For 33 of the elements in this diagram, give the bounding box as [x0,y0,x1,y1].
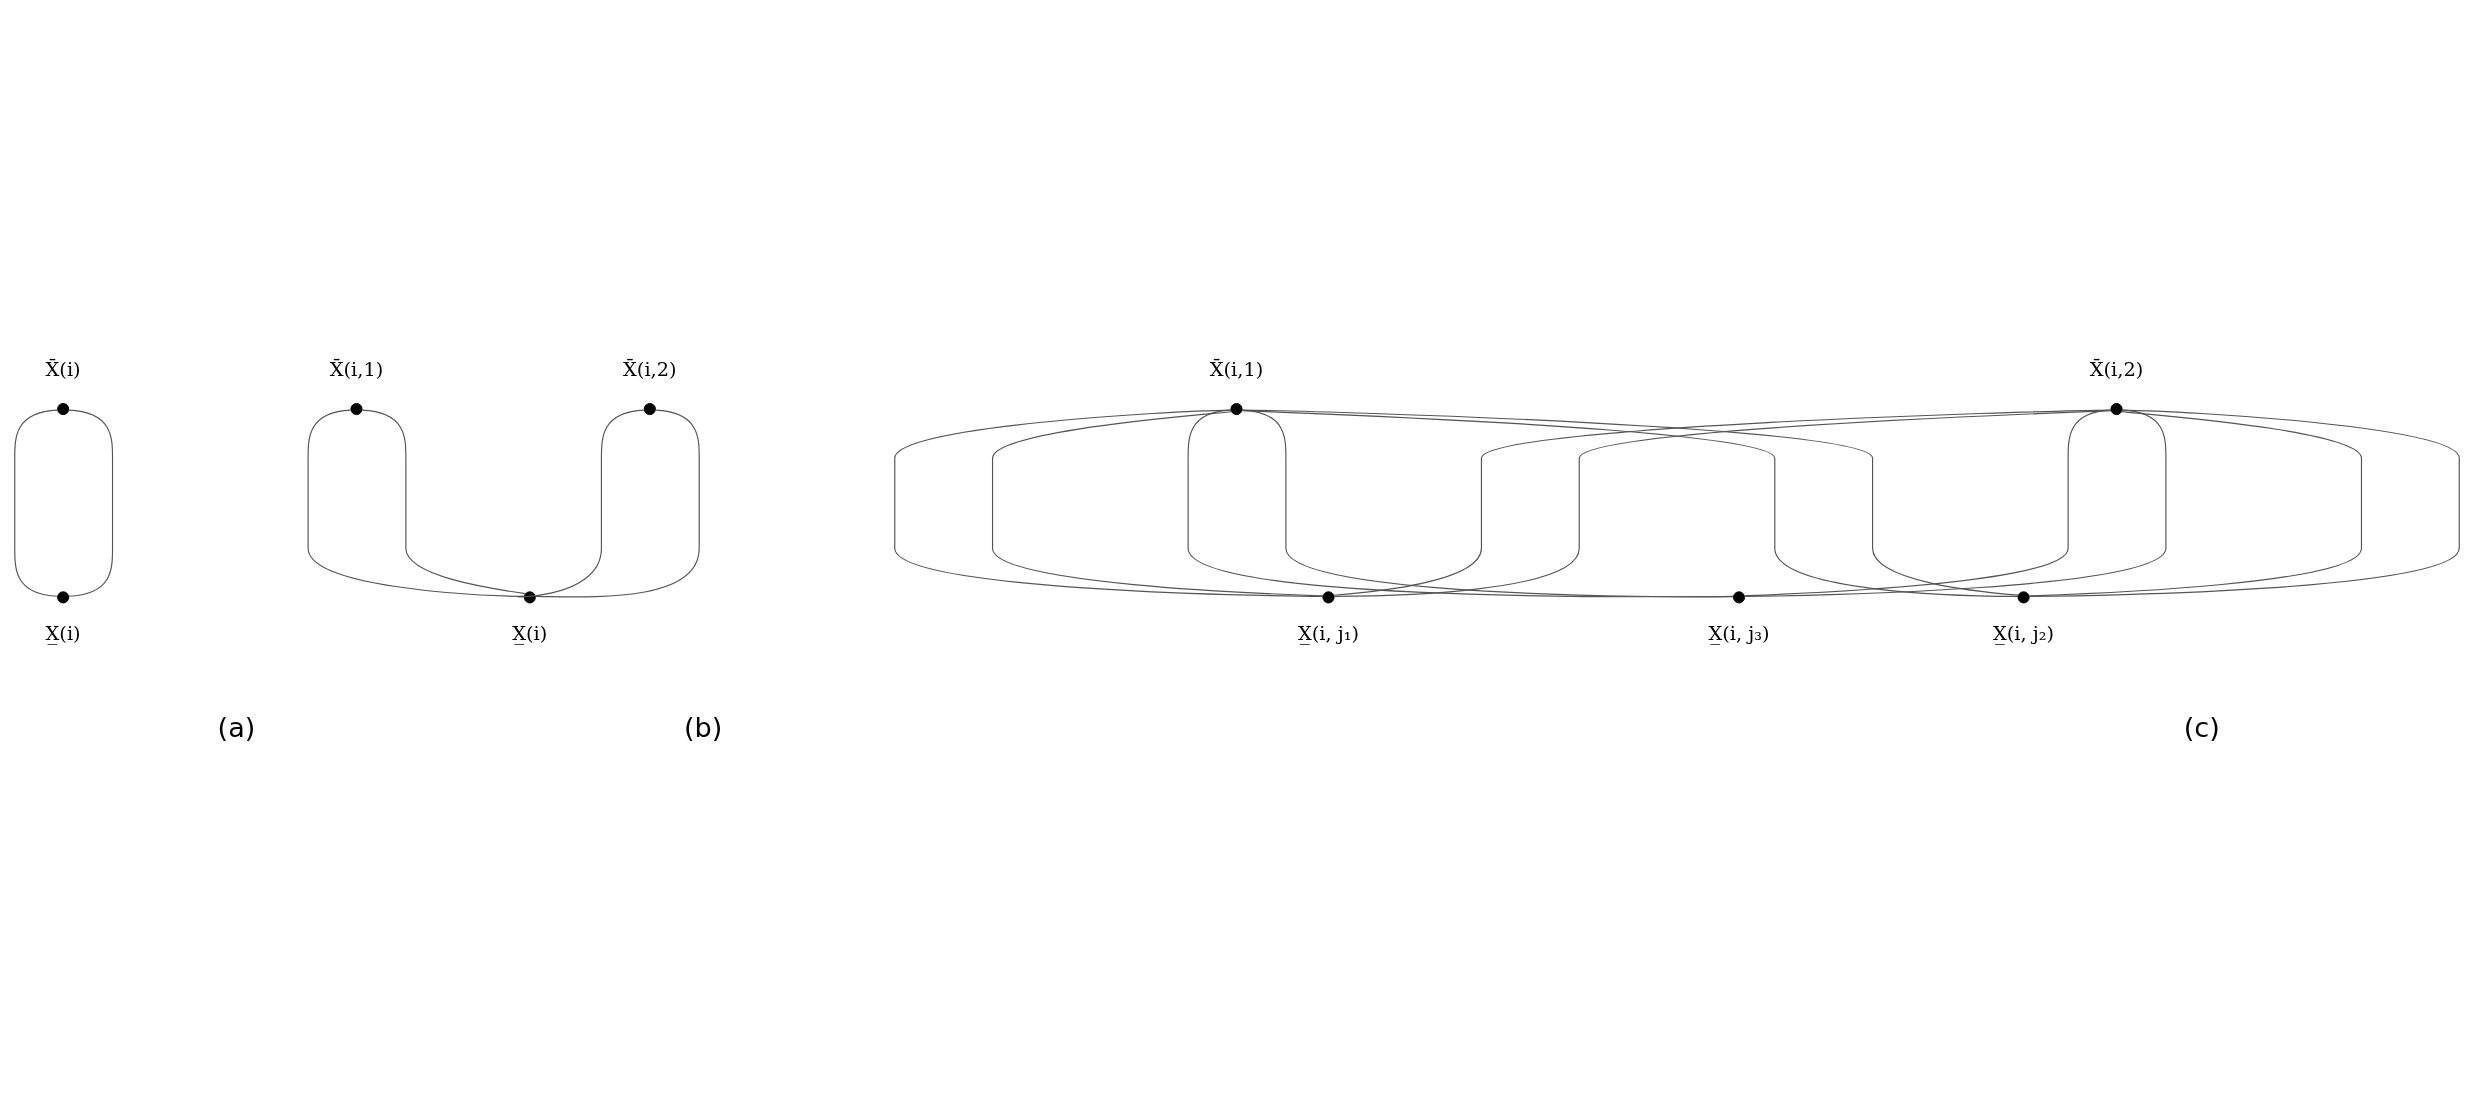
connector [361,409,527,595]
node-label: X̲(i, j₃) [1708,621,1770,645]
connector [2028,411,2363,597]
connector [518,409,645,598]
node-circle [2017,591,2030,604]
label: (c) [2183,711,2220,743]
connector [14,409,58,597]
node-label: X̄(i,1) [1209,358,1264,382]
node-circle [1230,403,1243,416]
connector [991,411,1324,597]
connector [2028,409,2460,597]
node-circle [350,403,363,416]
label: (a) [217,711,256,743]
connector [307,409,525,597]
label: (b) [683,711,723,743]
node-label: X̄(i,1) [329,358,384,382]
node-circle [1732,591,1746,604]
node-label: X̄(i,2) [2089,358,2144,382]
node-circle [1322,591,1335,604]
node-circle [643,403,656,416]
node-label: X̄(i,2) [623,358,677,382]
node-label: X̲(i) [512,621,548,645]
node-circle [2110,403,2123,416]
node-circle [523,591,536,604]
connector [68,409,114,597]
connector [535,409,700,598]
node-label: X̄(i) [45,358,81,382]
node-label: X̲(i, j₁) [1297,621,1360,645]
node-label: X̲(i, j₂) [1993,621,2055,645]
node-label: X̲(i) [45,621,81,645]
connector [894,409,1324,597]
node-circle [57,403,70,416]
node-circle [57,591,70,604]
